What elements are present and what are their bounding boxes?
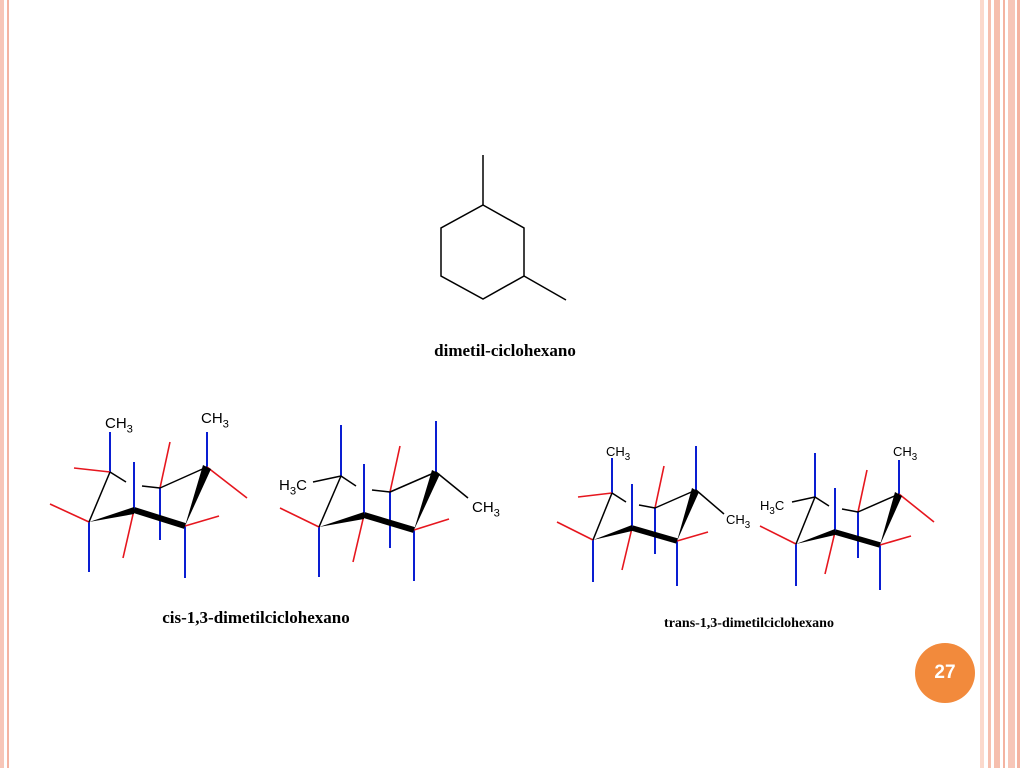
methyl-label-right: CH3 <box>201 410 229 431</box>
skeletal-structure-dimethylcyclohexane <box>440 155 567 301</box>
wedge-bond <box>89 507 134 522</box>
ring-bonds <box>791 493 900 548</box>
cis-conformer-1: CH3 CH3 <box>49 410 248 578</box>
wedge-bond <box>319 512 364 527</box>
equatorial-bonds <box>49 441 248 559</box>
wedge-bond <box>414 470 440 530</box>
wedge-bond <box>185 465 211 526</box>
wedge-bond <box>677 488 699 541</box>
methyl-label-left: H3C <box>760 498 784 517</box>
axial-bonds <box>318 421 437 581</box>
left-frame-decoration <box>0 0 14 768</box>
wedge-bond <box>593 525 632 540</box>
methyl-label-left: CH3 <box>606 444 630 463</box>
wedge-bond <box>796 529 835 544</box>
caption-dimethylcyclohexane: dimetil-ciclohexano <box>434 341 576 360</box>
equatorial-bonds <box>279 445 450 563</box>
axial-bonds <box>795 453 900 590</box>
axial-bonds <box>88 432 208 578</box>
cis-conformer-2: H3C CH3 <box>279 421 500 581</box>
trans-conformer-1: CH3 CH3 <box>556 444 750 586</box>
methyl-label-left: H3C <box>279 477 307 498</box>
ring-bonds <box>592 489 725 544</box>
page-number-badge: 27 <box>915 643 975 703</box>
caption-cis: cis-1,3-dimetilciclohexano <box>162 608 349 627</box>
caption-trans: trans-1,3-dimetilciclohexano <box>664 616 834 631</box>
methyl-bond-right <box>523 275 567 301</box>
trans-conformer-2: H3C CH3 <box>759 444 935 590</box>
methyl-label-left: CH3 <box>105 415 133 436</box>
equatorial-bonds <box>759 469 935 575</box>
methyl-label-right: CH3 <box>472 499 500 520</box>
methyl-label-right: CH3 <box>726 512 750 531</box>
ring-bonds <box>312 471 469 533</box>
axial-bonds <box>592 446 697 586</box>
ring-bonds <box>88 466 208 529</box>
right-frame-decoration <box>976 0 1024 768</box>
wedge-bond <box>880 492 902 545</box>
page-number: 27 <box>934 662 956 683</box>
equatorial-bonds <box>556 465 709 571</box>
methyl-label-right: CH3 <box>893 444 917 463</box>
cyclohexane-ring <box>440 204 525 300</box>
